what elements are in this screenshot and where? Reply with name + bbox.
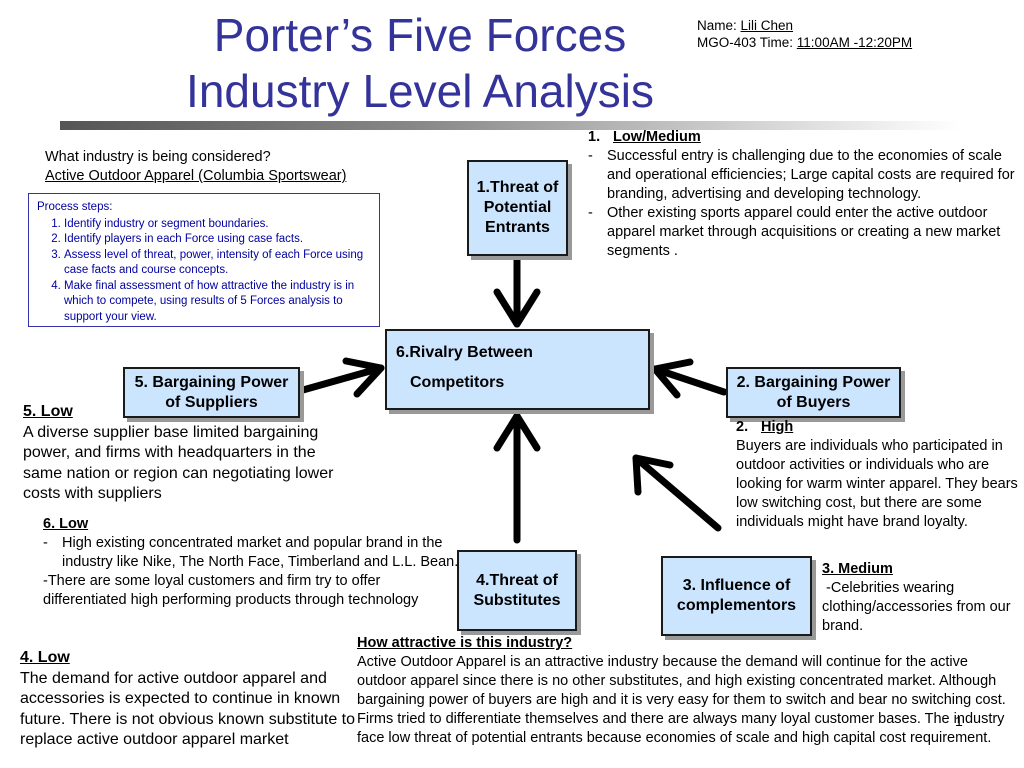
buyer-power-box: 2. Bargaining Power of Buyers [726, 367, 901, 418]
force4-rating: 4. Low [20, 649, 70, 666]
force3-rating: 3. Medium [822, 561, 893, 577]
arrow-suppliers-to-rivalry [299, 357, 385, 398]
process-step: Make final assessment of how attractive … [64, 279, 371, 326]
course-label: MGO-403 Time: [697, 35, 794, 50]
process-steps-panel: Process steps: Identify industry or segm… [28, 193, 380, 327]
force6-extra: -There are some loyal customers and firm… [43, 573, 419, 608]
process-step: Assess level of threat, power, intensity… [64, 248, 371, 279]
force6-rating: 6. Low [43, 516, 89, 532]
name-value: Lili Chen [740, 18, 794, 33]
force2-analysis: 2.High Buyers are individuals who partic… [736, 418, 1021, 532]
page-number: 1 [955, 713, 963, 729]
industry-answer: Active Outdoor Apparel (Columbia Sportsw… [45, 168, 347, 184]
complementors-box: 3. Influence of complementors [661, 556, 812, 636]
process-step-list: Identify industry or segment boundaries.… [37, 217, 371, 326]
process-heading: Process steps: [37, 201, 113, 213]
arrow-complementors-to-rivalry [632, 454, 722, 532]
force2-rating: High [761, 419, 794, 435]
arrow-entrants-to-rivalry [493, 254, 541, 328]
attractiveness-conclusion: How attractive is this industry? Active … [357, 634, 1021, 748]
title-divider [60, 121, 960, 130]
force1-bullet: Other existing sports apparel could ente… [588, 204, 1023, 261]
force1-rating-line: 1.Low/Medium [588, 129, 701, 145]
process-step: Identify industry or segment boundaries. [64, 217, 371, 233]
attractiveness-text: Active Outdoor Apparel is an attractive … [357, 654, 1006, 746]
rivalry-label-line1: 6.Rivalry Between [396, 344, 533, 361]
force2-rating-line: 2.High [736, 419, 794, 435]
threat-of-entrants-box: 1.Threat of Potential Entrants [467, 160, 568, 256]
force2-text: Buyers are individuals who participated … [736, 438, 1018, 530]
rivalry-box: 6.Rivalry Between Competitors [385, 329, 650, 410]
force1-rating: Low/Medium [613, 129, 701, 145]
arrow-substitutes-to-rivalry [493, 412, 541, 544]
name-label: Name: [697, 18, 737, 33]
force5-rating: 5. Low [23, 403, 73, 420]
force4-analysis: 4. Low The demand for active outdoor app… [20, 648, 355, 751]
force1-bullets: Successful entry is challenging due to t… [588, 147, 1023, 261]
industry-question: What industry is being considered? [45, 149, 271, 165]
force1-analysis: 1.Low/Medium Successful entry is challen… [588, 128, 1023, 261]
page-title-line2: Industry Level Analysis [186, 65, 654, 117]
force6-analysis: 6. Low High existing concentrated market… [43, 515, 463, 610]
supplier-power-box: 5. Bargaining Power of Suppliers [123, 367, 300, 418]
attractiveness-question: How attractive is this industry? [357, 635, 573, 651]
force5-analysis: 5. Low A diverse supplier base limited b… [23, 402, 353, 505]
arrow-buyers-to-rivalry [651, 358, 728, 399]
page-title-line1: Porter’s Five Forces [213, 9, 627, 61]
force6-bullet: High existing concentrated market and po… [43, 534, 463, 572]
course-time: 11:00AM -12:20PM [796, 35, 913, 50]
force4-text: The demand for active outdoor apparel an… [20, 669, 356, 749]
force6-bullets: High existing concentrated market and po… [43, 534, 463, 572]
force5-text: A diverse supplier base limited bargaini… [23, 423, 334, 503]
threat-of-substitutes-box: 4.Threat of Substitutes [457, 550, 577, 631]
course-line: MGO-403 Time: 11:00AM -12:20PM [697, 34, 912, 51]
force3-analysis: 3. Medium -Celebrities wearing clothing/… [822, 560, 1022, 636]
process-step: Identify players in each Force using cas… [64, 232, 371, 248]
rivalry-label-line2: Competitors [410, 374, 505, 391]
student-info: Name: Lili Chen MGO-403 Time: 11:00AM -1… [697, 17, 912, 51]
force3-text: -Celebrities wearing clothing/accessorie… [822, 580, 1015, 634]
force1-bullet: Successful entry is challenging due to t… [588, 147, 1023, 204]
name-line: Name: Lili Chen [697, 17, 912, 34]
